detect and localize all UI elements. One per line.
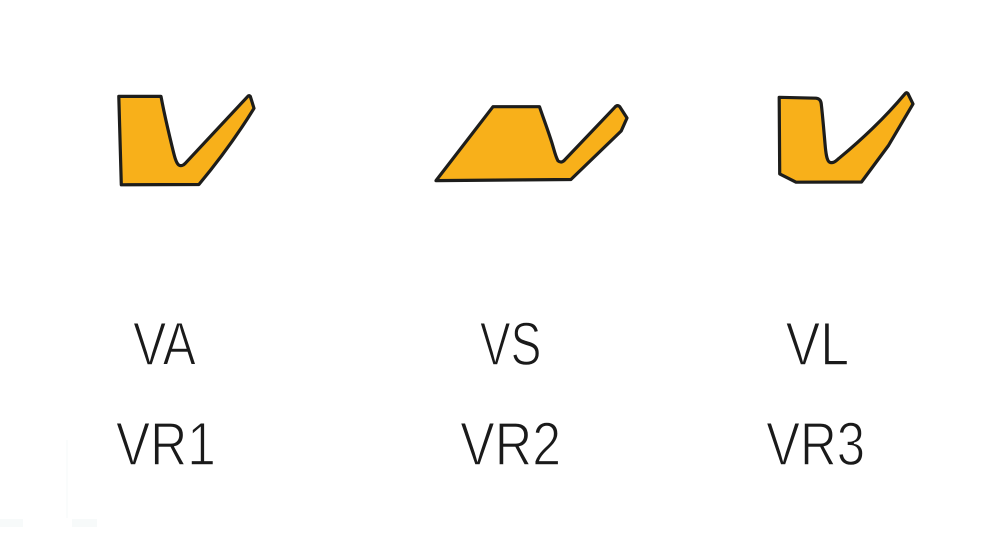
svg-text:VS: VS [480,310,542,378]
svg-text:VR2: VR2 [460,410,561,479]
svg-text:VL: VL [786,310,850,378]
svg-text:VR1: VR1 [116,410,216,479]
svg-text:VA: VA [133,310,196,378]
svg-text:VR3: VR3 [766,410,865,479]
